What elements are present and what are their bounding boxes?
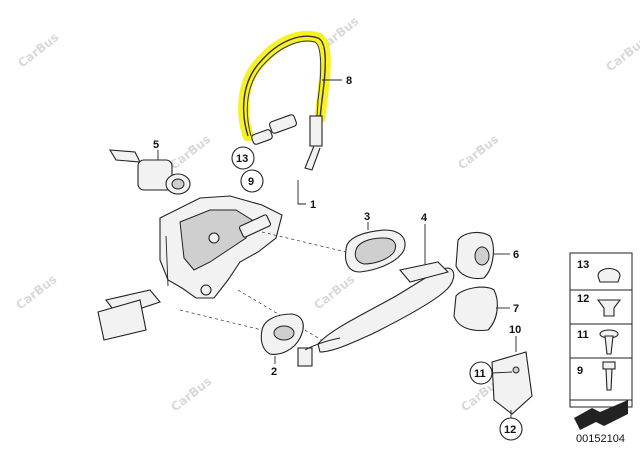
cable-sleeve — [309, 115, 323, 147]
assembly-line-1 — [261, 231, 347, 253]
watermark-2: CarBus — [167, 132, 213, 172]
cable-part-8[interactable] — [238, 30, 331, 171]
watermark-6: CarBus — [13, 272, 59, 312]
connector-plug — [297, 347, 313, 367]
label-11: 11 — [474, 368, 486, 380]
cable-inner-outline — [246, 40, 322, 137]
cable-end-fitting — [251, 129, 273, 145]
gasket-inner — [354, 237, 397, 265]
label-1: 1 — [310, 199, 316, 211]
lock-key-blade — [108, 149, 141, 163]
label-9: 9 — [248, 176, 254, 188]
watermark-1: CarBus — [15, 30, 61, 70]
legend-num-9: 9 — [577, 365, 583, 377]
plate-hole — [512, 366, 520, 374]
cover-body — [453, 286, 498, 332]
end-cap-part-6[interactable] — [455, 231, 494, 280]
plate-body — [491, 351, 533, 415]
base-socket — [273, 325, 295, 341]
leader-1 — [297, 180, 306, 205]
handle-grip — [317, 267, 455, 353]
label-8: 8 — [346, 75, 352, 87]
connector-wire — [304, 337, 341, 351]
bolt-icon — [605, 368, 613, 391]
bracket-base-plate — [97, 299, 147, 341]
carrier-bracket-part-1[interactable] — [97, 195, 283, 341]
label-6: 6 — [513, 249, 519, 261]
cover-cap-part-7[interactable] — [453, 286, 498, 332]
assembly-line-2 — [179, 309, 271, 333]
lock-keyhole — [171, 178, 185, 190]
label-12: 12 — [504, 424, 516, 436]
watermark-4: CarBus — [455, 132, 501, 172]
screw-icon — [604, 335, 614, 355]
label-2: 2 — [271, 366, 277, 378]
label-7: 7 — [513, 303, 519, 315]
callout-9[interactable] — [240, 169, 264, 193]
cable-outline — [243, 35, 326, 137]
bolt-head — [602, 361, 616, 370]
cable-tip — [304, 145, 321, 171]
handle-tab — [398, 261, 450, 283]
handle-base-part-2[interactable] — [260, 313, 341, 367]
bracket-arm — [165, 235, 169, 287]
watermark-8: CarBus — [168, 374, 214, 414]
reinforcement-bracket-part-10[interactable] — [491, 351, 533, 415]
callout-13[interactable] — [231, 146, 255, 170]
watermark-7: CarBus — [311, 272, 357, 312]
cap-hole — [474, 246, 490, 266]
label-3: 3 — [364, 211, 370, 223]
lock-cylinder-part-5[interactable] — [108, 149, 191, 195]
hardware-legend: 13 12 11 9 — [569, 252, 633, 430]
legend-num-13: 13 — [577, 259, 589, 271]
bracket-pivot — [208, 232, 220, 244]
cable-clip — [269, 114, 297, 134]
arrow-graphic — [574, 400, 628, 430]
label-13: 13 — [236, 153, 248, 165]
gasket-part-3[interactable] — [344, 229, 406, 273]
bracket-mount — [200, 284, 212, 296]
label-4: 4 — [421, 212, 428, 224]
diagram-number: 00152104 — [576, 433, 625, 445]
label-5: 5 — [153, 139, 159, 151]
legend-num-12: 12 — [577, 293, 589, 305]
watermark-5: CarBus — [603, 34, 640, 74]
legend-num-11: 11 — [577, 329, 589, 341]
bracket-lever — [238, 214, 272, 238]
leader-11 — [491, 371, 513, 374]
door-handle-part-4[interactable] — [317, 261, 455, 353]
rivet-nut-icon — [596, 299, 622, 317]
label-10: 10 — [509, 324, 521, 336]
plug-cap-icon — [597, 267, 621, 283]
